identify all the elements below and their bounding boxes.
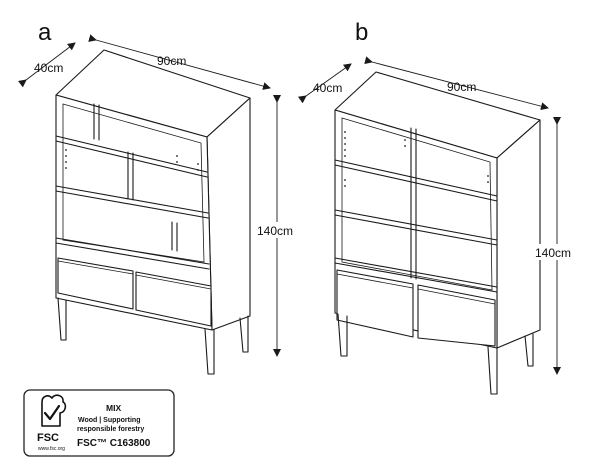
- dimension-height-a: 140cm: [257, 224, 293, 238]
- bookcase-a: a 90cm: [18, 19, 302, 375]
- dimension-height-b: 140cm: [535, 246, 571, 260]
- dimension-width-a: 90cm: [157, 54, 186, 68]
- fsc-code: FSC™ C163800: [77, 438, 151, 449]
- panel-letter-a: a: [38, 19, 52, 46]
- bookcase-b-side: [496, 119, 541, 349]
- fsc-line-2: responsible forestry: [77, 426, 144, 433]
- fsc-line-1: Wood | Supporting: [78, 417, 140, 424]
- dimension-width-b: 90cm: [447, 80, 476, 94]
- dimension-depth-a: 40cm: [34, 61, 63, 75]
- fsc-mix: MIX: [106, 403, 121, 413]
- fsc-tree-check-icon: [41, 394, 67, 427]
- panel-letter-b: b: [355, 19, 368, 46]
- bookcase-b: b 90cm: [297, 19, 580, 395]
- dimension-depth-b: 40cm: [313, 81, 342, 95]
- bookcase-a-side: [206, 97, 251, 331]
- fsc-url: www.fsc.org: [38, 446, 65, 452]
- fsc-label: FSC www.fsc.org MIX Wood | Supporting re…: [23, 389, 175, 457]
- fsc-logo-text: FSC: [37, 432, 59, 444]
